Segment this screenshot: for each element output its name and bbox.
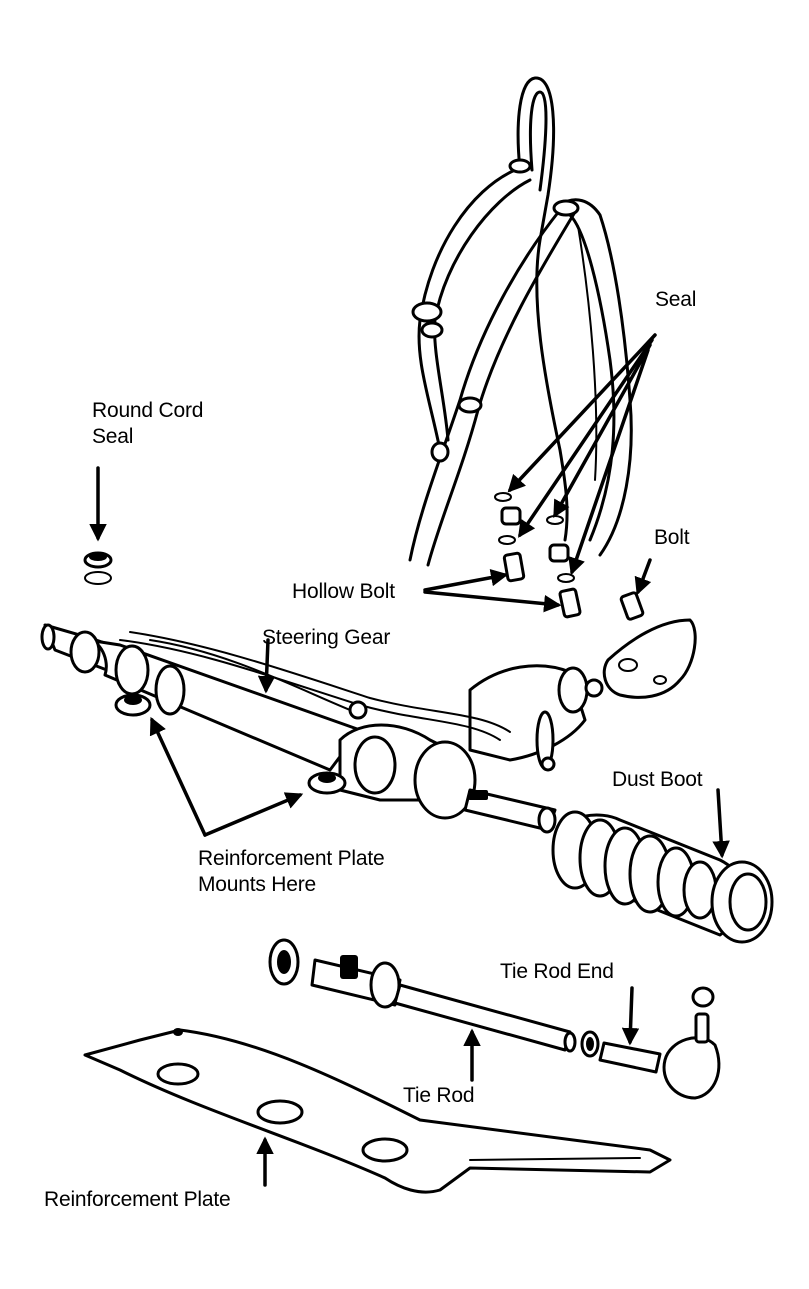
label-round-cord-seal-line1: Round Cord: [92, 399, 204, 422]
label-hollow-bolt: Hollow Bolt: [292, 580, 395, 603]
hollow-bolts: [502, 551, 582, 619]
label-bolt: Bolt: [654, 526, 690, 549]
round-cord-seal: [83, 551, 113, 585]
dust-boot: [551, 810, 774, 944]
label-steering-gear: Steering Gear: [262, 626, 391, 649]
pressure-hoses: [408, 76, 633, 567]
label-tie-rod: Tie Rod: [403, 1084, 475, 1107]
steering-gear-housing: [40, 623, 604, 834]
label-round-cord-seal-line2: Seal: [92, 425, 134, 448]
tie-rod-assembly: [268, 938, 721, 1100]
label-reinforcement-plate-mounts-line2: Mounts Here: [198, 873, 317, 896]
reinforcement-plate-part: [83, 1028, 672, 1194]
label-tie-rod-end: Tie Rod End: [500, 960, 614, 983]
label-seal: Seal: [655, 288, 697, 311]
label-reinforcement-plate: Reinforcement Plate: [44, 1188, 231, 1211]
label-dust-boot: Dust Boot: [612, 768, 703, 791]
label-reinforcement-plate-mounts-line1: Reinforcement Plate: [198, 847, 385, 870]
mount-bracket: [602, 591, 697, 699]
leader-arrows: [89, 333, 730, 1187]
